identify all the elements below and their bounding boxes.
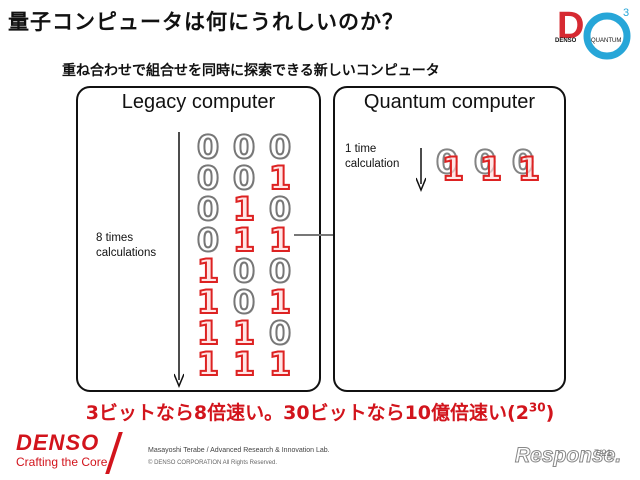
qubit-zero: 0 [435,142,459,182]
footer-copyright: © DENSO CORPORATION All Rights Reserved. [148,460,278,466]
bit-digit: 0 [232,283,256,321]
bit-digit: 1 [268,345,292,383]
bit-digit: 1 [232,221,256,259]
bit-digit: 1 [268,221,292,259]
qubit-zero: 0 [473,142,497,182]
down-arrow-icon [416,148,426,192]
bit-digit: 0 [196,221,220,259]
legacy-title: Legacy computer [121,91,276,113]
svg-text:QUANTUM: QUANTUM [591,38,621,44]
response-watermark: Response. [514,444,622,468]
bit-digit: 0 [232,128,256,166]
bit-digit: 0 [232,159,256,197]
page-title: 量子コンピュータは何にうれしいのか？ [8,10,404,34]
bit-digit: 0 [232,252,256,290]
bit-digit: 0 [268,190,292,228]
quantum-title: Quantum computer [363,91,536,113]
svg-text:D: D [557,5,584,47]
bit-digit: 1 [232,345,256,383]
page-number: 7/21 [594,448,612,458]
qubit-one: 1 [517,149,541,189]
bit-digit: 1 [232,314,256,352]
bit-digit: 1 [232,190,256,228]
bit-digit: 1 [196,283,220,321]
denso-quantum-logo: D 3 DENSO QUANTUM [553,5,631,60]
page-subtitle: 重ね合わせで組合せを同時に探索できる新しいコンピュータ [62,63,440,79]
bit-digit: 0 [268,314,292,352]
quantum-calc-label: 1 time calculation [345,143,400,170]
conclusion-text: 3ビットなら8倍速い。30ビットなら10億倍速い(230) [85,400,555,424]
bit-digit: 0 [268,128,292,166]
qubit-one: 1 [479,149,503,189]
bit-digit: 0 [196,159,220,197]
svg-text:DENSO: DENSO [555,38,577,44]
down-arrow-icon [174,132,184,388]
bit-digit: 0 [196,190,220,228]
bit-digit: 1 [196,252,220,290]
bit-digit: 1 [196,345,220,383]
bit-digit: 1 [196,314,220,352]
qubit-one: 1 [441,149,465,189]
bit-digit: 1 [268,159,292,197]
svg-text:3: 3 [623,7,629,19]
footer-tagline: Crafting the Core [16,455,108,469]
legacy-calc-label: 8 times calculations [96,232,157,259]
footer-author: Masayoshi Terabe / Advanced Research & I… [148,447,330,454]
bit-digit: 1 [268,283,292,321]
bit-digit: 0 [268,252,292,290]
bit-digit: 0 [196,128,220,166]
qubit-zero: 0 [511,142,535,182]
denso-footer-logo: DENSO [16,430,100,455]
footer-divider [105,432,123,474]
